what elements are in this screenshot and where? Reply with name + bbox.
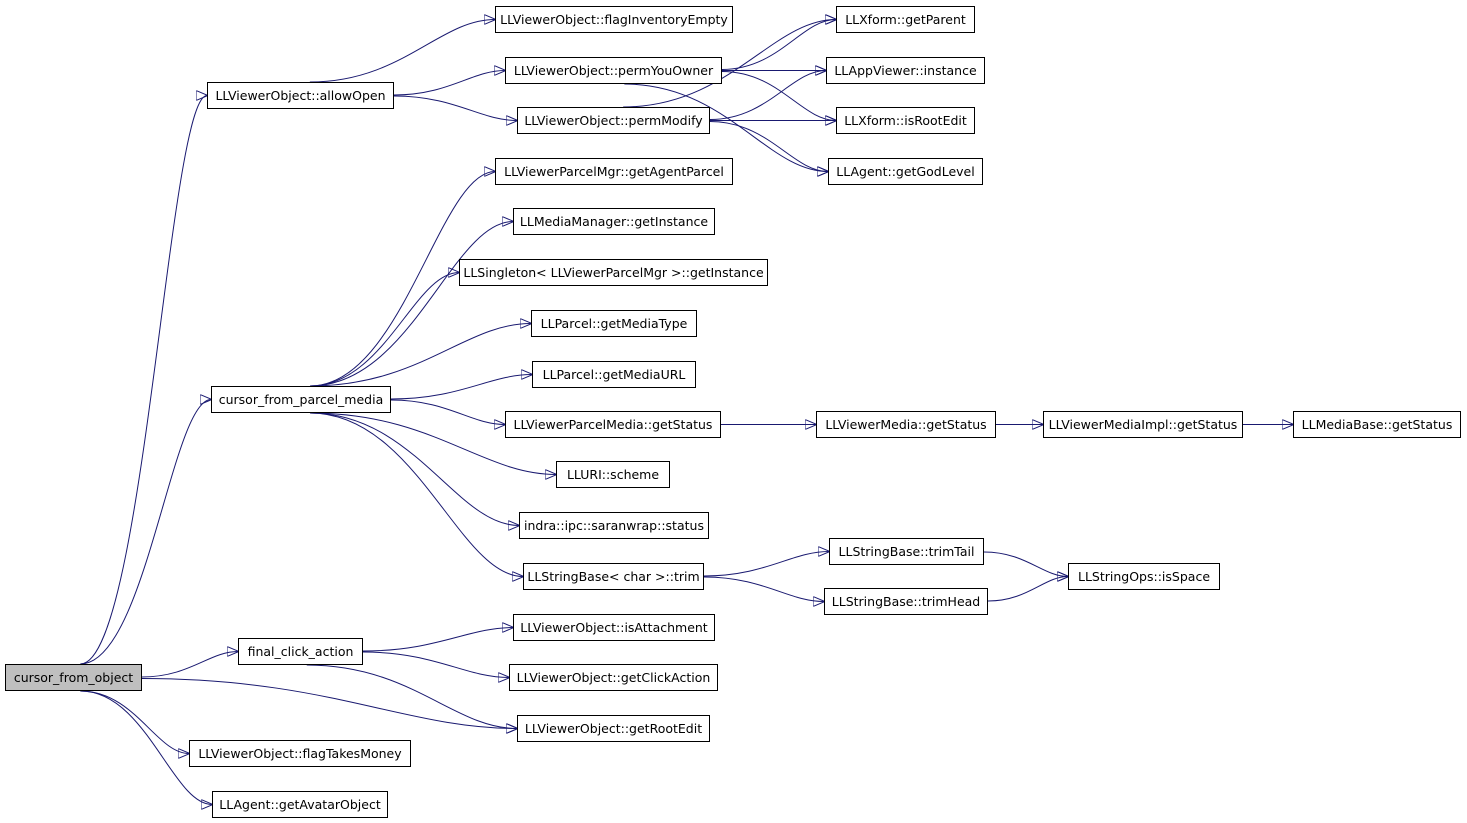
graph-edge-9 — [721, 20, 836, 70]
graph-edge-8 — [393, 95, 517, 121]
graph-edge-30 — [703, 576, 824, 602]
graph-node-parcel-media-status[interactable]: LLViewerParcelMedia::getStatus — [505, 411, 721, 438]
graph-edge-6 — [309, 20, 495, 83]
graph-edge-33 — [362, 628, 513, 652]
graph-node-get-media-url[interactable]: LLParcel::getMediaURL — [532, 361, 696, 388]
graph-node-get-god-level[interactable]: LLAgent::getGodLevel — [828, 158, 983, 185]
graph-node-get-avatar-object[interactable]: LLAgent::getAvatarObject — [212, 791, 388, 818]
graph-node-get-parent[interactable]: LLXform::getParent — [836, 6, 975, 33]
graph-edge-32 — [987, 577, 1068, 602]
graph-edge-34 — [362, 651, 509, 677]
graph-edge-22 — [390, 399, 505, 425]
graph-node-singleton-instance[interactable]: LLSingleton< LLViewerParcelMgr >::getIns… — [459, 259, 768, 286]
graph-edge-35 — [306, 664, 517, 729]
graph-node-cursor-from-parcel-media[interactable]: cursor_from_parcel_media — [211, 386, 391, 413]
graph-node-media-impl-status[interactable]: LLViewerMediaImpl::getStatus — [1043, 411, 1243, 438]
graph-edge-29 — [703, 552, 829, 577]
graph-edge-24 — [309, 412, 519, 526]
graph-node-get-click-action[interactable]: LLViewerObject::getClickAction — [509, 664, 718, 691]
graph-node-allow-open[interactable]: LLViewerObject::allowOpen — [207, 82, 394, 109]
graph-edge-1 — [80, 400, 211, 665]
graph-node-is-root-edit[interactable]: LLXform::isRootEdit — [836, 107, 975, 134]
graph-edge-3 — [141, 678, 517, 729]
graph-edge-20 — [309, 324, 531, 387]
graph-edge-12 — [624, 83, 828, 172]
graph-node-trim-head[interactable]: LLStringBase::trimHead — [824, 588, 988, 615]
graph-edge-25 — [309, 412, 523, 577]
graph-edge-31 — [983, 551, 1068, 577]
graph-node-trim[interactable]: LLStringBase< char >::trim — [523, 563, 704, 590]
graph-node-uri-scheme[interactable]: LLURI::scheme — [556, 461, 670, 488]
graph-edge-18 — [309, 222, 513, 387]
graph-edge-17 — [309, 172, 495, 387]
graph-node-final-click-action[interactable]: final_click_action — [238, 638, 363, 665]
graph-node-cursor-from-object[interactable]: cursor_from_object — [5, 664, 142, 691]
graph-edge-2 — [141, 652, 238, 678]
graph-node-is-space[interactable]: LLStringOps::isSpace — [1068, 563, 1220, 590]
graph-edge-0 — [80, 96, 207, 665]
graph-node-get-agent-parcel[interactable]: LLViewerParcelMgr::getAgentParcel — [495, 158, 733, 185]
graph-node-flag-takes-money[interactable]: LLViewerObject::flagTakesMoney — [189, 740, 411, 767]
graph-edge-7 — [393, 71, 505, 96]
graph-node-get-root-edit[interactable]: LLViewerObject::getRootEdit — [517, 715, 710, 742]
graph-node-media-base-status[interactable]: LLMediaBase::getStatus — [1293, 411, 1461, 438]
graph-node-media-mgr-instance[interactable]: LLMediaManager::getInstance — [513, 208, 715, 235]
graph-node-saranwrap-status[interactable]: indra::ipc::saranwrap::status — [519, 512, 709, 539]
graph-edge-21 — [390, 375, 532, 400]
graph-node-app-instance[interactable]: LLAppViewer::instance — [826, 57, 985, 84]
graph-edge-13 — [623, 20, 836, 108]
graph-edge-5 — [80, 690, 212, 805]
graph-edge-16 — [709, 121, 828, 172]
graph-node-perm-modify[interactable]: LLViewerObject::permModify — [517, 107, 710, 134]
graph-node-perm-you-owner[interactable]: LLViewerObject::permYouOwner — [505, 57, 722, 84]
graph-edge-11 — [721, 71, 836, 121]
graph-node-is-attachment[interactable]: LLViewerObject::isAttachment — [513, 614, 715, 641]
graph-edge-19 — [309, 273, 459, 387]
graph-node-trim-tail[interactable]: LLStringBase::trimTail — [829, 538, 984, 565]
graph-edge-14 — [709, 71, 826, 120]
graph-edge-23 — [309, 412, 556, 475]
graph-node-get-media-type[interactable]: LLParcel::getMediaType — [531, 310, 697, 337]
graph-edge-4 — [80, 690, 189, 754]
graph-node-viewer-media-status[interactable]: LLViewerMedia::getStatus — [816, 411, 996, 438]
graph-node-flag-inventory-empty[interactable]: LLViewerObject::flagInventoryEmpty — [495, 6, 733, 33]
